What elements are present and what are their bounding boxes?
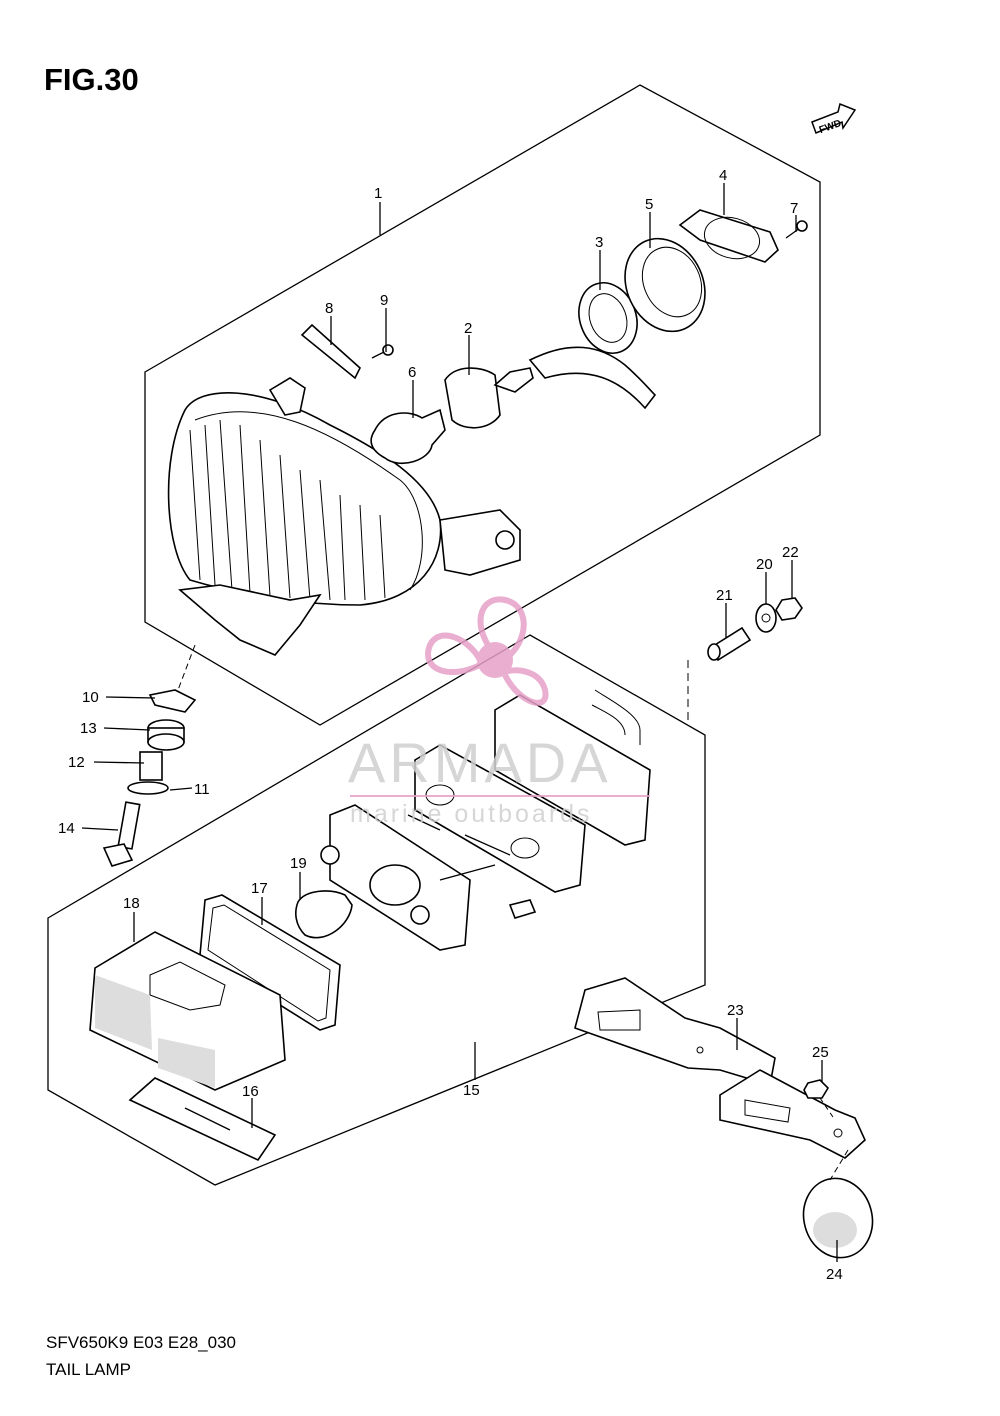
callout-22: 22 (782, 544, 799, 561)
leader-lines (81, 183, 838, 1262)
callout-15: 15 (463, 1082, 480, 1099)
callout-11: 11 (194, 781, 210, 798)
lens-18 (89, 931, 286, 1091)
callout-12: 12 (68, 754, 85, 771)
callout-10: 10 (82, 689, 99, 706)
lamp-base (320, 660, 689, 951)
watermark-logo-icon (425, 596, 549, 706)
callout-14: 14 (58, 820, 75, 837)
watermark-tagline: marine outboards (350, 800, 593, 828)
callout-19: 19 (290, 855, 307, 872)
armada-watermark: ARMADA marine outboards (348, 596, 650, 828)
nut-washer-collar (707, 597, 803, 662)
fastener-stack (102, 644, 197, 867)
callout-1: 1 (374, 185, 382, 202)
clip-8 (300, 323, 361, 380)
callout-21: 21 (716, 587, 733, 604)
plate-16 (128, 1077, 277, 1162)
gasket-4 (678, 209, 779, 263)
callout-23: 23 (727, 1002, 744, 1019)
assembly-frame-1 (144, 84, 821, 726)
reflector-24 (802, 1149, 874, 1259)
assembly-frame-15 (47, 634, 706, 1186)
callout-8: 8 (325, 300, 333, 317)
socket-2 (444, 346, 657, 429)
callout-5: 5 (645, 196, 653, 213)
screw-9 (371, 344, 394, 359)
tail-lamp-housing (167, 377, 521, 656)
callout-6: 6 (408, 364, 416, 381)
callout-18: 18 (123, 895, 140, 912)
diagram-caption: TAIL LAMP (46, 1360, 132, 1379)
nut-25 (803, 1079, 830, 1099)
bracket-23 (574, 977, 866, 1159)
callout-17: 17 (251, 880, 268, 897)
callout-2: 2 (464, 320, 472, 337)
callout-25: 25 (812, 1044, 829, 1061)
bulb-19 (295, 890, 353, 939)
callout-9: 9 (380, 292, 388, 309)
bulb-6 (370, 408, 446, 465)
callout-4: 4 (719, 167, 727, 184)
figure-title: FIG.30 (44, 62, 139, 97)
callout-16: 16 (242, 1083, 259, 1100)
callout-3: 3 (595, 234, 603, 251)
callout-labels: 1 2 3 4 5 6 7 8 9 10 11 12 13 14 15 16 1… (58, 167, 843, 1283)
callout-20: 20 (756, 556, 773, 573)
model-code: SFV650K9 E03 E28_030 (46, 1333, 236, 1352)
cover-5 (624, 237, 706, 333)
watermark-brand: ARMADA (348, 731, 612, 794)
callout-7: 7 (790, 200, 798, 217)
callout-13: 13 (80, 720, 97, 737)
callout-24: 24 (826, 1266, 843, 1283)
fwd-arrow-icon: FWD (811, 102, 857, 136)
screw-7 (785, 220, 808, 239)
